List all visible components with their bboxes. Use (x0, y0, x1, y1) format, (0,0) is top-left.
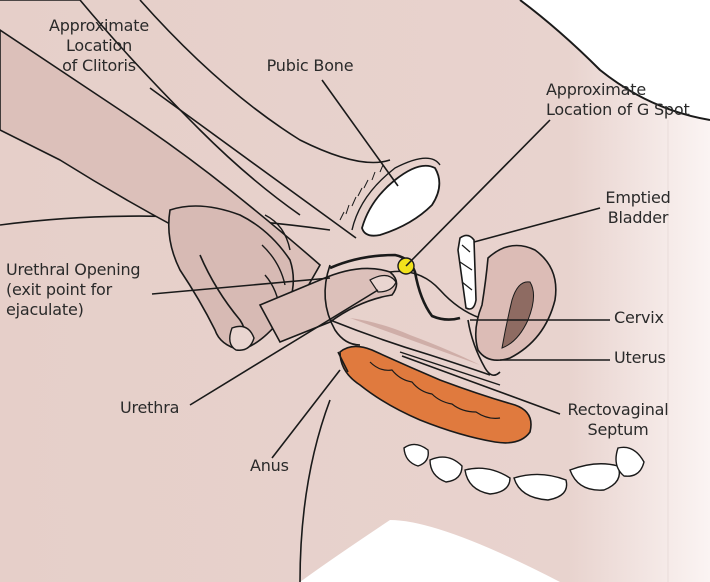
label-bladder: Emptied Bladder (605, 188, 671, 227)
leader-bladder (473, 207, 601, 243)
bladder-shape (457, 234, 477, 310)
cervix-shape (467, 319, 501, 376)
leader-g-spot (405, 119, 551, 267)
leader-urethra (189, 289, 379, 406)
label-urethra: Urethra (120, 398, 180, 417)
pubic-bone-outer (351, 157, 441, 231)
leader-anus (271, 369, 341, 459)
abdomen-outline (139, 0, 391, 164)
pubic-bone-shape (361, 164, 441, 237)
label-pubic-bone: Pubic Bone (266, 56, 354, 75)
anal-canal (337, 351, 349, 373)
knuckle-1 (264, 214, 291, 251)
leader-clitoris (149, 87, 357, 239)
hand (167, 205, 295, 351)
septum-line (399, 351, 501, 386)
body-outline (519, 0, 710, 121)
thumbnail (229, 325, 255, 351)
label-uterus: Uterus (614, 348, 666, 367)
leader-septum (401, 355, 561, 415)
pubic-hair (339, 164, 384, 221)
leader-urethral-opening (151, 277, 331, 295)
label-anus: Anus (250, 456, 289, 475)
urethra-tube (329, 253, 461, 321)
fingernail (369, 274, 397, 293)
vulva-outline (324, 264, 361, 346)
label-clitoris: Approximate Location of Clitoris (48, 16, 149, 75)
knuckle-2 (261, 244, 286, 286)
bladder-fold (459, 244, 473, 291)
coccyx (403, 443, 645, 501)
leader-lines (149, 79, 610, 459)
label-g-spot: Approximate Location of G Spot (546, 80, 690, 119)
label-cervix: Cervix (614, 308, 664, 327)
vaginal-wall-lower (329, 319, 491, 376)
buttock-outline (299, 399, 331, 582)
label-urethral-opening: Urethral Opening (exit point for ejacula… (6, 260, 141, 319)
leader-pubic-bone (321, 79, 399, 187)
perineum (350, 318, 480, 365)
rectum-folds (369, 361, 501, 419)
finger-inserted (258, 267, 398, 344)
label-rectovaginal-septum: Rectovaginal Septum (567, 400, 669, 439)
arm-upper (0, 0, 301, 216)
